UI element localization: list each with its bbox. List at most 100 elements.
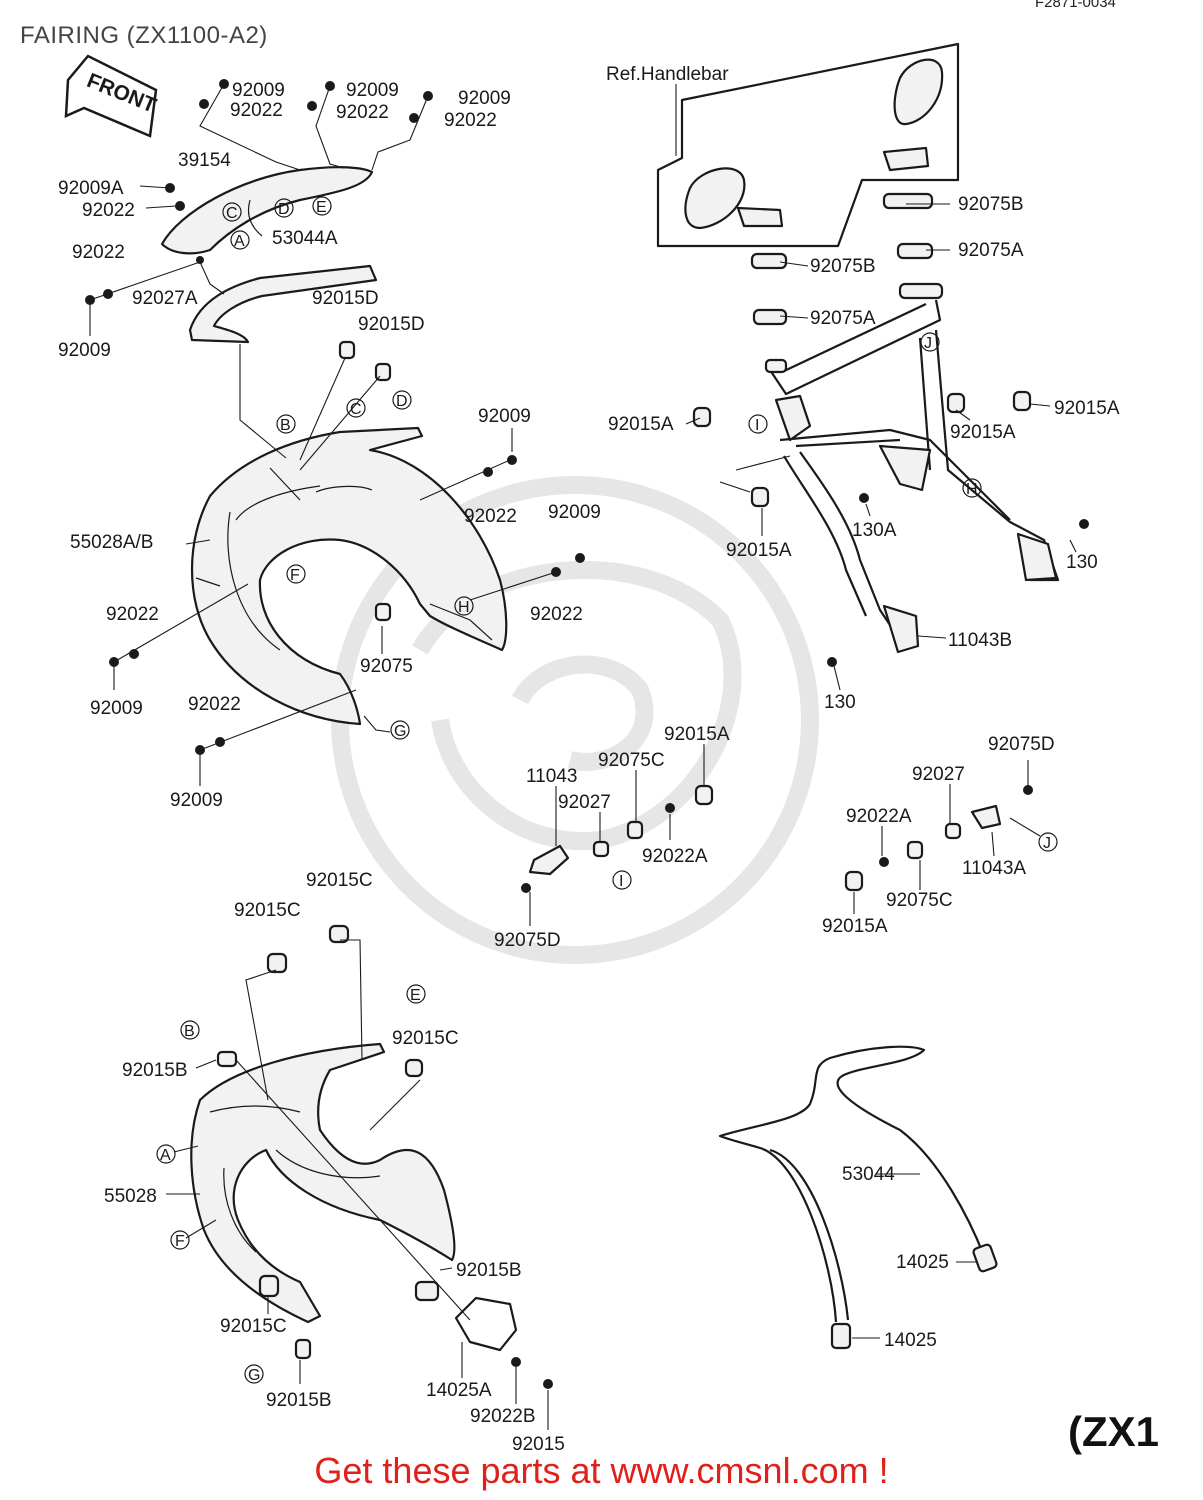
callout: 11043 [526, 766, 577, 787]
callout: 92009 [58, 340, 111, 361]
bracket-11043A [970, 804, 1002, 830]
callout: 11043A [962, 858, 1026, 879]
ref-letter-circle: G [244, 1364, 264, 1384]
ref-letter-circle: H [454, 596, 474, 616]
ref-letter-circle: A [230, 230, 250, 250]
callout: 92075B [810, 256, 876, 277]
svg-text:E: E [410, 987, 421, 1004]
ref-letter-circle: J [1038, 832, 1058, 852]
callout: 92022 [464, 506, 517, 527]
svg-text:A: A [234, 233, 245, 250]
callout: 11043B [948, 630, 1012, 651]
callout: 92015A [950, 422, 1016, 443]
svg-text:F: F [175, 1233, 185, 1250]
ref-letter-circle: D [392, 390, 412, 410]
callout: 92027 [912, 764, 965, 785]
svg-text:G: G [394, 723, 406, 740]
ref-letter-circle: A [156, 1144, 176, 1164]
callout: 92009A [58, 178, 124, 199]
ref-letter-circle: F [170, 1230, 190, 1250]
seal-53044A [188, 264, 378, 344]
callout: 14025A [426, 1380, 492, 1401]
callout: 92015D [358, 314, 425, 335]
svg-text:B: B [280, 417, 291, 434]
callout: 92075D [494, 930, 561, 951]
main-fairing-55028A-B [191, 426, 508, 726]
callout: 92075A [958, 240, 1024, 261]
callout: 92015C [220, 1316, 287, 1337]
ref-letter-circle: I [748, 414, 768, 434]
callout: 92022 [530, 604, 583, 625]
svg-text:C: C [350, 401, 362, 418]
callout: 92022 [82, 200, 135, 221]
callout: 39154 [178, 150, 231, 171]
callout: 92075A [810, 308, 876, 329]
callout: 53044A [272, 228, 338, 249]
callout: 130A [852, 520, 897, 541]
callout: 92075C [598, 750, 665, 771]
callout: 92015A [726, 540, 792, 561]
ref-letter-circle: B [180, 1020, 200, 1040]
callout: 92015D [312, 288, 379, 309]
front-arrow-icon: FRONT [64, 54, 159, 138]
callout: 92022 [336, 102, 389, 123]
small-hardware [216, 192, 1032, 1360]
ref-letter-circle: C [222, 202, 242, 222]
svg-text:F: F [290, 567, 300, 584]
callout: 92015A [608, 414, 674, 435]
bracket-11043 [528, 844, 570, 876]
mirror-right [882, 58, 944, 172]
callout: 92009 [232, 80, 285, 101]
ref-letter-circle: C [346, 398, 366, 418]
ref-letter-circle: D [274, 198, 294, 218]
leader-lines [89, 83, 1077, 1430]
callout: 92015A [822, 916, 888, 937]
callout: 92027A [132, 288, 198, 309]
svg-text:D: D [278, 201, 290, 218]
callout: 92015 [512, 1434, 565, 1455]
handlebar-ref-label: Ref.Handlebar [606, 64, 729, 85]
callout: 92015C [234, 900, 301, 921]
callout: 55028 [104, 1186, 157, 1207]
callout: 92015B [456, 1260, 522, 1281]
callout: 92075B [958, 194, 1024, 215]
callout: 92015B [266, 1390, 332, 1411]
svg-text:D: D [396, 393, 408, 410]
ref-letter-circle: H [962, 478, 982, 498]
callout: 92075C [886, 890, 953, 911]
svg-text:C: C [226, 205, 238, 222]
callout: 92015C [306, 870, 373, 891]
page-title: FAIRING (ZX1100-A2) [20, 22, 268, 49]
ref-letter-circle: E [406, 984, 426, 1004]
callout: 92022 [444, 110, 497, 131]
svg-text:A: A [160, 1147, 171, 1164]
svg-text:J: J [1043, 835, 1051, 852]
callout: 92022B [470, 1406, 536, 1427]
callout: 92022A [846, 806, 912, 827]
callout: 92015C [392, 1028, 459, 1049]
fastener-dots [85, 79, 1089, 1389]
callout: 92009 [458, 88, 511, 109]
callout: 92022 [106, 604, 159, 625]
callout: 92022 [72, 242, 125, 263]
callout: 92015A [1054, 398, 1120, 419]
svg-text:H: H [458, 599, 470, 616]
callout: 92009 [478, 406, 531, 427]
part-number-callouts: 92009 92022 92009 92022 92009 92022 3915… [58, 80, 1120, 1455]
reference-letters: C D E A B C D F H G J I H I J E B A F G [156, 196, 1058, 1384]
callout: 92009 [90, 698, 143, 719]
svg-text:H: H [966, 481, 978, 498]
ref-letter-circle: J [920, 332, 940, 352]
callout: 55028A/B [70, 532, 153, 553]
callout: 92027 [558, 792, 611, 813]
ref-letter-circle: F [286, 564, 306, 584]
svg-text:I: I [755, 417, 759, 434]
buy-parts-link[interactable]: Get these parts at www.cmsnl.com ! [314, 1450, 889, 1491]
fairing-stay-bracket [769, 299, 1060, 654]
callout: 92022A [642, 846, 708, 867]
svg-text:E: E [316, 199, 327, 216]
svg-text:I: I [619, 873, 623, 890]
seal-53044 [718, 1045, 986, 1323]
ref-letter-circle: E [312, 196, 332, 216]
